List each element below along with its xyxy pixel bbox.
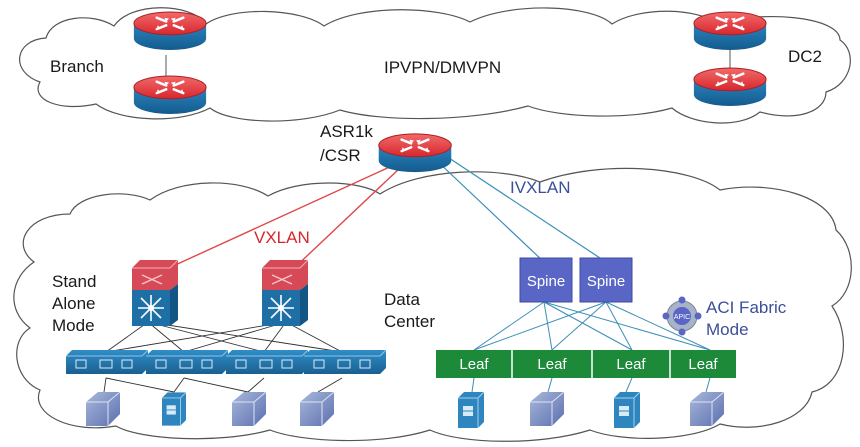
branch-router-2-icon xyxy=(132,74,208,116)
asr-label: ASR1k xyxy=(320,122,373,141)
aci-fabric-links xyxy=(471,301,711,393)
leaf-1-label: Leaf xyxy=(459,356,489,373)
standalone-label-line1: Stand xyxy=(52,272,97,291)
server-2-icon xyxy=(458,392,484,428)
dc2-router-1-icon xyxy=(692,10,768,52)
spine-1-label: Spine xyxy=(527,273,565,290)
asr1k-router-icon xyxy=(377,132,453,174)
datacenter-label-line1: Data xyxy=(384,290,420,309)
standalone-label-line2: Alone xyxy=(52,294,96,313)
vxlan-label: VXLAN xyxy=(254,228,310,247)
leaf-3-label: Leaf xyxy=(616,356,646,373)
aci-label-line1: ACI Fabric xyxy=(706,298,787,317)
branch-router-1-icon xyxy=(132,10,208,52)
apic-label: APIC xyxy=(674,314,690,321)
spine-2-label: Spine xyxy=(587,273,625,290)
ivxlan-label: IVXLAN xyxy=(510,178,571,197)
spine-switch-2 xyxy=(579,257,633,303)
leaf-4-label: Leaf xyxy=(688,356,718,373)
nexus-switch-2-icon xyxy=(262,260,308,326)
tor-switch-4-icon xyxy=(304,350,386,375)
ivxlan-links xyxy=(435,155,607,263)
leaf-2-label: Leaf xyxy=(537,356,567,373)
apic-controller-icon: APIC xyxy=(662,296,702,336)
tor-switch-3-icon xyxy=(226,350,308,375)
wan-label: IPVPN/DMVPN xyxy=(384,58,502,77)
datacenter-label-line2: Center xyxy=(384,312,436,331)
csr-label: /CSR xyxy=(320,146,361,165)
tor-switch-1-icon xyxy=(66,350,148,375)
aci-label-line2: Mode xyxy=(706,320,749,339)
branch-label: Branch xyxy=(50,57,104,76)
leaf-row xyxy=(436,350,736,378)
standalone-fabric-links xyxy=(103,321,343,393)
server-1-icon xyxy=(162,392,186,426)
spine-switch-1 xyxy=(519,257,573,303)
dc2-router-2-icon xyxy=(692,66,768,108)
standalone-label-line3: Mode xyxy=(52,316,95,335)
tor-switch-2-icon xyxy=(146,350,228,375)
vxlan-links xyxy=(159,164,401,273)
nexus-switch-1-icon xyxy=(132,260,178,326)
dc2-label: DC2 xyxy=(788,47,823,66)
server-3-icon xyxy=(614,392,640,428)
